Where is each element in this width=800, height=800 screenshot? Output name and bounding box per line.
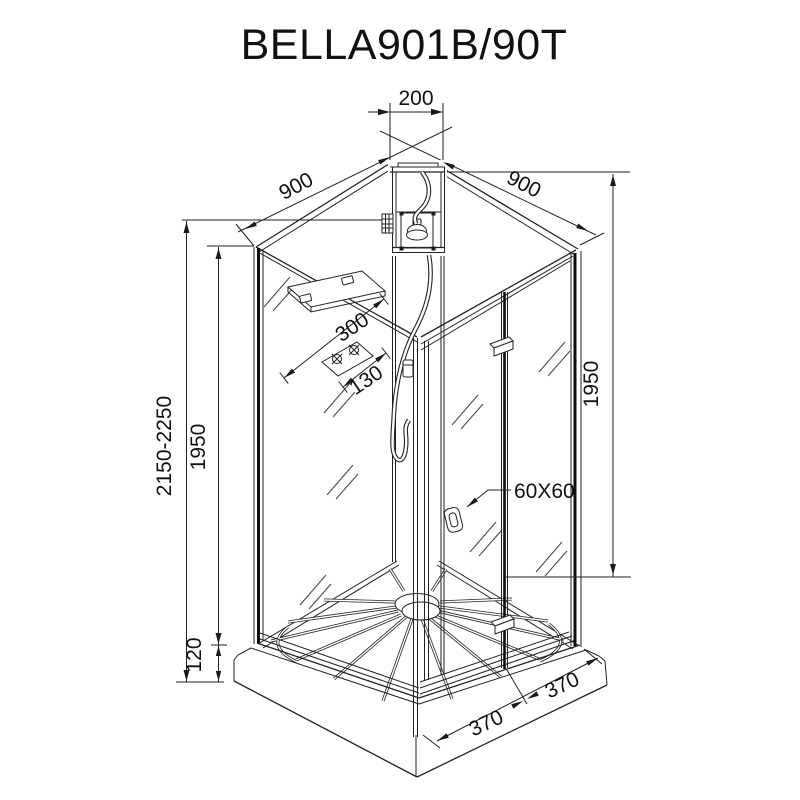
dim-label-1950-left: 1950 bbox=[187, 424, 210, 471]
door-hinge-lower bbox=[490, 614, 515, 635]
dim-label-60x60: 60X60 bbox=[514, 480, 575, 503]
dim-label-1950-right: 1950 bbox=[580, 361, 603, 408]
dimension-lines bbox=[176, 103, 631, 749]
door-handle bbox=[443, 506, 464, 533]
dim-label-900-left: 900 bbox=[275, 168, 317, 205]
hand-shower-hose bbox=[393, 172, 431, 460]
dimension-arrows bbox=[183, 108, 616, 741]
door-fold-line bbox=[501, 292, 508, 669]
dim-label-120: 120 bbox=[183, 637, 206, 672]
page-title: BELLA901B/90T bbox=[241, 21, 568, 69]
shower-unit bbox=[381, 160, 447, 256]
dim-label-370-right: 370 bbox=[541, 668, 582, 704]
connection-box bbox=[381, 213, 394, 234]
hose-holder bbox=[402, 359, 414, 378]
glass-shelf bbox=[286, 270, 387, 313]
dim-label-2150-2250: 2150-2250 bbox=[153, 396, 176, 496]
shower-head bbox=[406, 218, 428, 241]
door-hinge-upper bbox=[489, 336, 514, 357]
mixer-tap bbox=[321, 341, 374, 377]
glass-walls bbox=[253, 161, 582, 737]
shower-tray bbox=[233, 560, 608, 778]
dim-label-200: 200 bbox=[398, 87, 433, 110]
glass-reflection-hatches bbox=[263, 276, 571, 610]
